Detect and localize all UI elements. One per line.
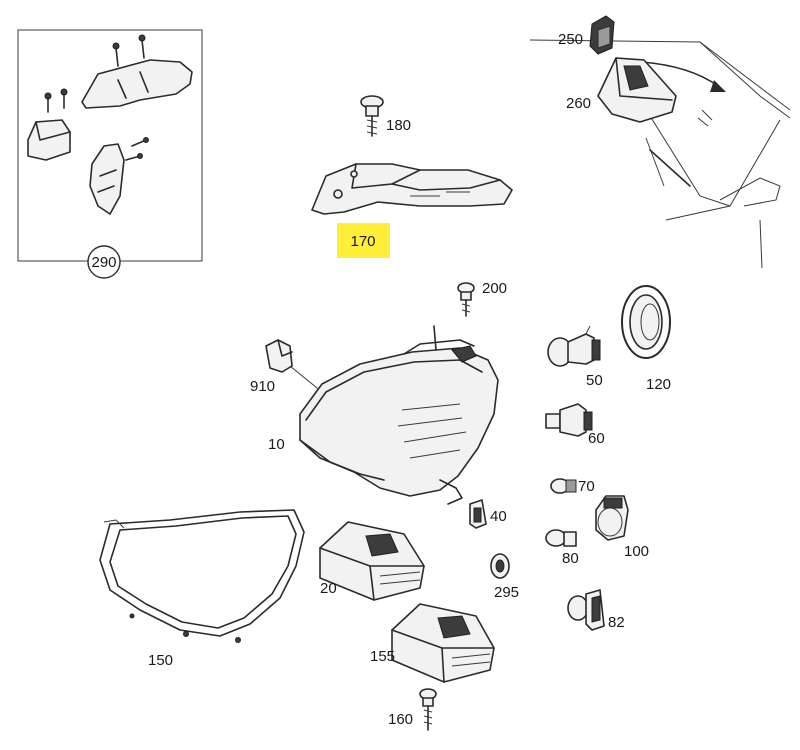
part-82-bulb bbox=[567, 589, 605, 631]
part-150-seal-frame bbox=[99, 509, 305, 643]
label-20: 20 bbox=[320, 580, 337, 597]
label-40: 40 bbox=[490, 508, 507, 525]
label-100: 100 bbox=[624, 543, 649, 560]
label-50: 50 bbox=[586, 372, 603, 389]
label-82: 82 bbox=[608, 614, 625, 631]
part-60-bulb bbox=[545, 403, 593, 437]
part-290-badge bbox=[87, 245, 121, 279]
label-160: 160 bbox=[388, 711, 413, 728]
part-260 bbox=[597, 57, 677, 123]
label-290: 290 bbox=[91, 254, 116, 271]
label-120: 120 bbox=[646, 376, 671, 393]
label-200: 200 bbox=[482, 280, 507, 297]
label-80: 80 bbox=[562, 550, 579, 567]
vehicle-sketch bbox=[529, 39, 791, 269]
part-80-bulb bbox=[545, 529, 577, 547]
label-910: 910 bbox=[250, 378, 275, 395]
part-290-inset bbox=[17, 29, 203, 279]
label-155: 155 bbox=[370, 648, 395, 665]
label-295: 295 bbox=[494, 584, 519, 601]
part-170 bbox=[311, 163, 513, 215]
part-50-bulb bbox=[547, 325, 601, 367]
label-70: 70 bbox=[578, 478, 595, 495]
label-180: 180 bbox=[386, 117, 411, 134]
part-20-control-unit bbox=[319, 521, 425, 601]
part-295-fastener bbox=[490, 553, 510, 579]
label-250: 250 bbox=[558, 31, 583, 48]
part-10-headlamp bbox=[299, 325, 499, 505]
part-160-bolt bbox=[419, 688, 437, 731]
part-200 bbox=[457, 282, 475, 317]
part-70-bulb bbox=[550, 478, 577, 494]
label-150: 150 bbox=[148, 652, 173, 669]
label-10: 10 bbox=[268, 436, 285, 453]
label-170: 170 bbox=[350, 233, 375, 250]
part-100-socket bbox=[595, 495, 629, 541]
part-250 bbox=[589, 15, 615, 55]
label-170-highlight bbox=[337, 223, 390, 258]
part-120-cover bbox=[621, 285, 671, 359]
label-60: 60 bbox=[588, 430, 605, 447]
part-155-control-unit bbox=[391, 603, 495, 683]
direction-arrow bbox=[641, 61, 719, 87]
label-260: 260 bbox=[566, 95, 591, 112]
part-180 bbox=[360, 95, 384, 137]
part-910 bbox=[265, 339, 323, 393]
part-40-connector bbox=[469, 499, 487, 529]
